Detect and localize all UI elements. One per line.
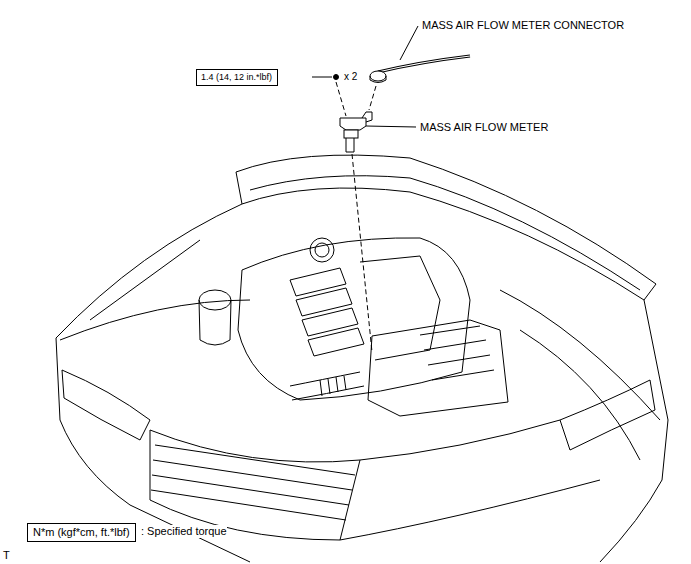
torque-value: N*m (kgf*cm, ft.*lbf) [33,526,130,539]
hose-ribs [320,376,346,396]
torque-box: 1.4 (14, 12 in.*lbf) [196,69,278,86]
intake-hose [290,372,364,400]
meter-sensor [346,138,354,152]
reservoir [199,290,231,310]
torque-box: N*m (kgf*cm, ft.*lbf) [27,523,136,542]
cover-ribs [290,256,440,360]
torque-value: 1.4 (14, 12 in.*lbf) [201,72,273,82]
connector-plug [370,71,386,81]
air-box-ribs [420,326,494,380]
part-label: x 2 [344,71,357,83]
mass-air-flow-meter [340,118,366,130]
fender-left [60,240,250,340]
air-cleaner-box [368,320,508,416]
meter-connector-port [362,112,372,122]
connector-cable-inner [378,56,470,72]
connector-cable [378,56,470,72]
headlight-left [62,370,150,440]
leader-line [366,126,416,127]
part-label: T [3,549,10,562]
part-label: MASS AIR FLOW METER CONNECTOR [422,19,624,32]
bumper [340,420,600,540]
connector-plug-body [370,76,386,83]
hood [236,155,656,300]
leader-line [400,26,418,60]
bolt [334,75,339,80]
grille [150,430,360,540]
meter-body [344,130,358,138]
reservoir-body [199,300,231,345]
oil-cap [310,238,334,262]
fender-right [500,290,660,460]
hood-inner [250,176,640,290]
alignment-lines [336,82,376,352]
oil-cap-inner [315,243,329,257]
part-label: : Specified torque [141,525,227,538]
engine-cover [238,238,470,400]
headlight-right [560,380,655,450]
body-left [56,204,250,562]
leader-line [312,77,332,78]
part-label: MASS AIR FLOW METER [420,121,548,134]
